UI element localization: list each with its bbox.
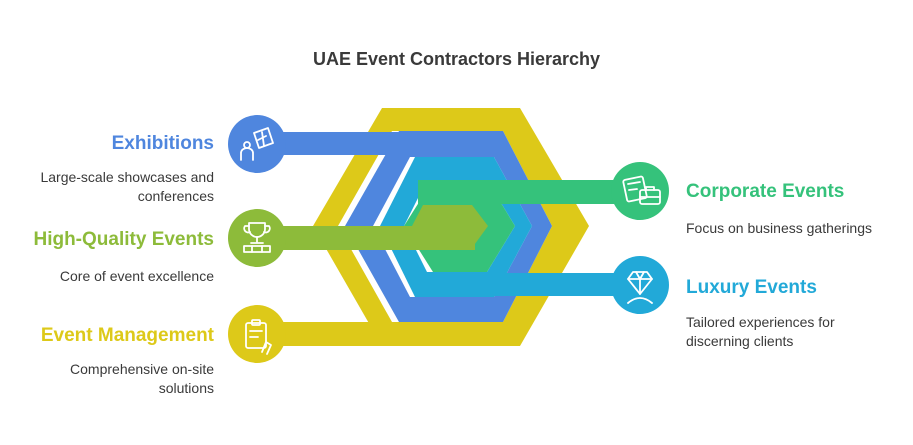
luxury-desc-line2: discerning clients [686, 333, 794, 349]
event-management-desc-line2: solutions [158, 380, 214, 396]
luxury-connector [430, 273, 638, 296]
exhibition-icon [240, 127, 274, 161]
luxury-label: Luxury Events [686, 277, 817, 298]
briefcase-icon [622, 175, 661, 205]
diagram-title: UAE Event Contractors Hierarchy [312, 49, 601, 69]
event-management-circle [228, 305, 286, 363]
high-quality-label: High-Quality Events [33, 229, 214, 250]
diamond-icon [627, 271, 653, 304]
event-management-desc: Comprehensive on-site solutions [70, 360, 214, 398]
corporate-label: Corporate Events [686, 181, 845, 202]
exhibitions-connector [255, 132, 481, 155]
luxury-desc-line1: Tailored experiences for [686, 314, 835, 330]
high-quality-connector [255, 226, 475, 250]
event-management-desc-line1: Comprehensive on-site [70, 361, 214, 377]
exhibitions-label: Exhibitions [111, 133, 214, 154]
exhibitions-desc: Large-scale showcases and conferences [40, 168, 214, 206]
luxury-desc: Tailored experiences for discerning clie… [686, 313, 835, 351]
trophy-icon [243, 222, 271, 253]
high-quality-desc: Core of event excellence [59, 268, 214, 284]
clipboard-icon [245, 319, 272, 355]
event-management-label: Event Management [40, 325, 214, 346]
exhibitions-desc-line2: conferences [137, 188, 214, 204]
corporate-connector [418, 180, 638, 204]
event-management-connector [255, 322, 445, 346]
exhibitions-desc-line1: Large-scale showcases and [40, 169, 214, 185]
corporate-desc: Focus on business gatherings [686, 220, 872, 236]
